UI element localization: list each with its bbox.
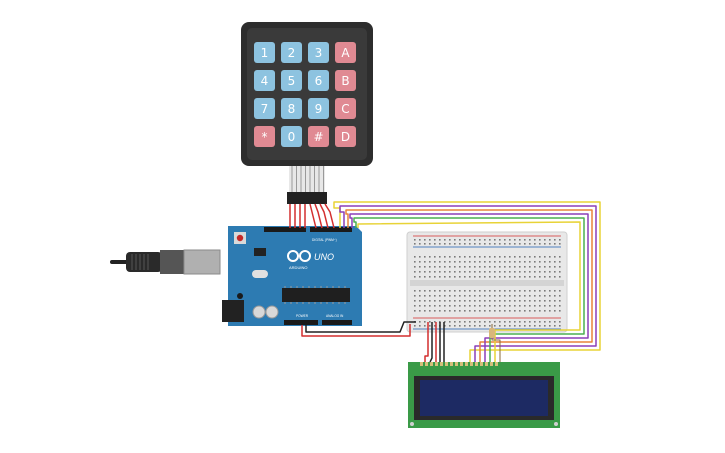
key-face xyxy=(308,70,329,91)
wire-keypad-7 xyxy=(319,203,329,229)
small-chip xyxy=(254,248,266,256)
digital-header-left xyxy=(264,227,306,232)
key-label: 9 xyxy=(315,102,323,116)
capacitor-1 xyxy=(252,305,266,319)
key-face xyxy=(308,98,329,119)
breadboard-channel xyxy=(410,280,564,286)
usb-plug-grips xyxy=(131,254,149,270)
key-face xyxy=(335,70,356,91)
arduino-model: UNO xyxy=(314,252,334,262)
key-face xyxy=(281,42,302,63)
atmega-pins xyxy=(284,286,346,304)
key-face xyxy=(308,42,329,63)
wire-yellow-outer xyxy=(333,201,601,362)
key-label: 8 xyxy=(288,102,296,116)
key-0[interactable]: 0 xyxy=(281,126,302,147)
key-5[interactable]: 5 xyxy=(281,70,302,91)
keypad[interactable]: 1 2 3 A 4 5 6 B 7 8 9 C * 0 # D xyxy=(241,22,373,204)
key-3[interactable]: 3 xyxy=(308,42,329,63)
keypad-ribbon-lines xyxy=(291,166,324,192)
power-label: POWER xyxy=(296,314,309,318)
key-face xyxy=(335,126,356,147)
key-label: 2 xyxy=(288,46,296,60)
key-1[interactable]: 1 xyxy=(254,42,275,63)
key-label: 7 xyxy=(261,102,269,116)
key-label: B xyxy=(341,74,349,88)
key-face xyxy=(254,126,275,147)
key-star[interactable]: * xyxy=(254,126,275,147)
analog-label: ANALOG IN xyxy=(326,314,344,318)
atmega-chip xyxy=(282,288,350,302)
breadboard[interactable] xyxy=(406,231,568,333)
key-face xyxy=(308,126,329,147)
lcd-pins xyxy=(420,362,498,366)
key-face xyxy=(335,42,356,63)
key-face xyxy=(254,42,275,63)
icsp xyxy=(237,293,243,299)
reset-button-cap xyxy=(236,234,244,242)
breadboard-holes xyxy=(414,239,561,327)
key-b[interactable]: B xyxy=(335,70,356,91)
arduino-board[interactable]: UNO ARDUINO DIGITAL (PWM~) POWER ANALOG … xyxy=(110,226,362,326)
digital-label: DIGITAL (PWM~) xyxy=(312,238,337,242)
power-header xyxy=(284,320,318,325)
lcd-screen xyxy=(420,380,548,416)
lcd-mount-hole xyxy=(554,422,558,426)
digital-header-right xyxy=(310,227,352,232)
keypad-header xyxy=(287,192,327,204)
key-label: 5 xyxy=(288,74,296,88)
key-9[interactable]: 9 xyxy=(308,98,329,119)
power-jack xyxy=(222,300,244,322)
analog-header xyxy=(322,320,352,325)
lcd-mount-hole xyxy=(410,422,414,426)
key-face xyxy=(281,98,302,119)
keypad-ribbon xyxy=(289,166,325,192)
wire-keypad-8 xyxy=(324,203,335,229)
key-2[interactable]: 2 xyxy=(281,42,302,63)
resistor xyxy=(489,328,495,338)
key-4[interactable]: 4 xyxy=(254,70,275,91)
wire-orange xyxy=(345,209,593,362)
capacitor-2 xyxy=(265,305,279,319)
key-face xyxy=(254,70,275,91)
key-face xyxy=(281,70,302,91)
key-hash[interactable]: # xyxy=(308,126,329,147)
key-label: A xyxy=(341,46,350,60)
wire-bb-lcd-red-1 xyxy=(424,322,429,362)
wire-keypad-5 xyxy=(309,203,317,229)
key-label: # xyxy=(313,130,323,144)
key-label: * xyxy=(262,130,268,144)
key-label: 0 xyxy=(288,130,296,144)
key-label: 6 xyxy=(315,74,323,88)
key-6[interactable]: 6 xyxy=(308,70,329,91)
key-label: 1 xyxy=(261,46,269,60)
key-face xyxy=(254,98,275,119)
key-7[interactable]: 7 xyxy=(254,98,275,119)
wire-purple-inner xyxy=(349,213,589,362)
wire-green xyxy=(353,217,585,362)
key-label: D xyxy=(341,130,350,144)
arduino-logo xyxy=(287,250,311,262)
key-d[interactable]: D xyxy=(335,126,356,147)
wire-gnd xyxy=(305,321,416,333)
key-face xyxy=(335,98,356,119)
key-face xyxy=(281,126,302,147)
key-8[interactable]: 8 xyxy=(281,98,302,119)
arduino-pcb xyxy=(228,226,362,326)
key-label: 4 xyxy=(261,74,269,88)
wire-5v xyxy=(301,324,411,337)
key-c[interactable]: C xyxy=(335,98,356,119)
key-label: 3 xyxy=(315,46,323,60)
crystal xyxy=(252,270,268,278)
lcd-module[interactable] xyxy=(408,362,560,428)
usb-port xyxy=(183,249,221,275)
arduino-brand: ARDUINO xyxy=(289,265,307,270)
wires xyxy=(289,201,601,363)
wire-keypad-6 xyxy=(314,203,323,229)
key-label: C xyxy=(341,102,349,116)
key-a[interactable]: A xyxy=(335,42,356,63)
usb-plug-head xyxy=(160,250,184,274)
wire-bb-lcd-black-1 xyxy=(429,322,433,363)
